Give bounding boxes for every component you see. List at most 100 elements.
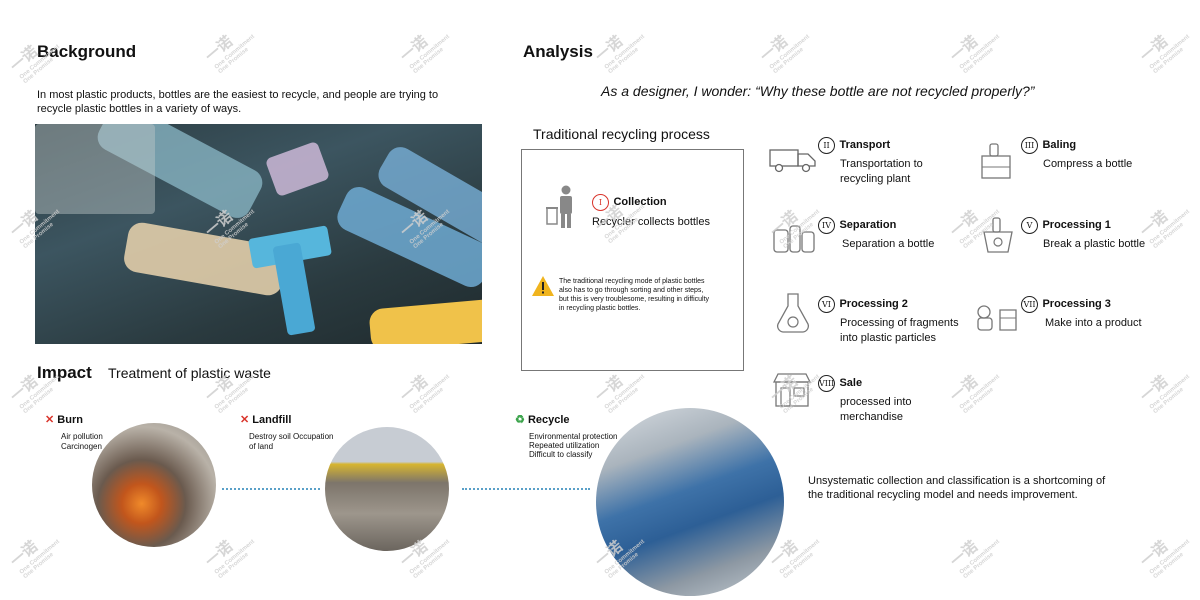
plastic-bottles-photo bbox=[35, 124, 482, 344]
watermark-line1: One Commitment bbox=[1148, 208, 1191, 246]
dotted-connector bbox=[462, 488, 590, 490]
numeral-badge: III bbox=[1021, 137, 1038, 154]
recycle-icon: ♻ bbox=[515, 414, 525, 426]
background-text: In most plastic products, bottles are th… bbox=[37, 88, 477, 116]
watermark-line2: One Promise bbox=[412, 386, 445, 416]
watermark-line1: One Commitment bbox=[408, 33, 451, 71]
watermark-line1: One Commitment bbox=[1148, 373, 1191, 411]
x-mark-icon: ✕ bbox=[45, 414, 55, 426]
watermark-chars: 一诺 bbox=[947, 207, 982, 241]
step-separation: IV Separation Separation a bottle bbox=[818, 215, 934, 252]
recycle-label-group: ♻ Recycle bbox=[515, 413, 570, 426]
watermark-line2: One Promise bbox=[412, 551, 445, 581]
landfill-label: Landfill bbox=[252, 414, 292, 426]
numeral-badge: V bbox=[1021, 217, 1038, 234]
watermark-line1: One Commitment bbox=[408, 373, 451, 411]
impact-subtitle: Treatment of plastic waste bbox=[108, 365, 271, 381]
analysis-title: Analysis bbox=[523, 42, 593, 61]
step-processing-2: VI Processing 2 Processing of fragments … bbox=[818, 294, 959, 346]
watermark-line1: One Commitment bbox=[958, 33, 1001, 71]
burn-label-group: ✕ Burn bbox=[45, 413, 83, 426]
step-title: Processing 2 bbox=[839, 298, 908, 310]
step-title: Separation bbox=[839, 219, 897, 231]
burn-label: Burn bbox=[57, 414, 83, 426]
shop-icon bbox=[772, 373, 812, 407]
burn-desc-2: Carcinogen bbox=[61, 442, 102, 451]
collection-desc: Recycler collects bottles bbox=[592, 216, 710, 228]
watermark-line1: One Commitment bbox=[603, 373, 646, 411]
numeral-badge: I bbox=[592, 194, 609, 211]
watermark-line2: One Promise bbox=[782, 551, 815, 581]
watermark-line1: One Commitment bbox=[1148, 33, 1191, 71]
watermark-chars: 一诺 bbox=[7, 42, 42, 76]
watermark-line1: One Commitment bbox=[603, 33, 646, 71]
watermark-chars: 一诺 bbox=[7, 372, 42, 406]
x-mark-icon: ✕ bbox=[240, 414, 250, 426]
watermark-line1: One Commitment bbox=[213, 33, 256, 71]
step-desc-line1: Separation a bottle bbox=[842, 238, 935, 250]
warning-line4: in recycling plastic bottles. bbox=[559, 305, 641, 312]
collection-title: Collection bbox=[613, 196, 667, 208]
designer-quote: As a designer, I wonder: “Why these bott… bbox=[601, 83, 1035, 99]
step-desc-line1: Compress a bottle bbox=[1043, 158, 1133, 170]
warning-text: The traditional recycling mode of plasti… bbox=[559, 277, 739, 313]
step-desc-line1: Break a plastic bottle bbox=[1043, 238, 1146, 250]
recycling-plant-photo bbox=[596, 408, 784, 596]
step-desc-line1: Make into a product bbox=[1045, 317, 1142, 329]
step-sale: VIII Sale processed into merchandise bbox=[818, 373, 912, 425]
watermark-line1: One Commitment bbox=[958, 538, 1001, 576]
recycle-desc-2: Repeated utilization bbox=[529, 441, 600, 450]
separation-icon bbox=[773, 225, 815, 253]
recycle-desc-3: Difficult to classify bbox=[529, 450, 593, 459]
watermark-chars: 一诺 bbox=[397, 32, 432, 66]
watermark-line2: One Promise bbox=[1152, 386, 1185, 416]
numeral-badge: VII bbox=[1021, 296, 1038, 313]
toys-icon bbox=[977, 305, 1017, 331]
baling-icon bbox=[981, 143, 1011, 179]
watermark-chars: 一诺 bbox=[202, 537, 237, 571]
numeral-badge: II bbox=[818, 137, 835, 154]
watermark-chars: 一诺 bbox=[202, 32, 237, 66]
watermark-line2: One Promise bbox=[217, 46, 250, 76]
watermark-line2: One Promise bbox=[217, 386, 250, 416]
watermark-line1: One Commitment bbox=[768, 33, 811, 71]
conclusion-text: Unsystematic collection and classificati… bbox=[808, 474, 1188, 502]
step-baling: III Baling Compress a bottle bbox=[1021, 135, 1132, 172]
warning-line3: but this is very troublesome, resulting … bbox=[559, 296, 710, 303]
recycle-desc-1: Environmental protection bbox=[529, 432, 618, 441]
watermark-line2: One Promise bbox=[1152, 46, 1185, 76]
impact-title: Impact bbox=[37, 363, 92, 382]
step-desc-line2: into plastic particles bbox=[840, 332, 936, 344]
watermark-line2: One Promise bbox=[772, 46, 805, 76]
watermark-chars: 一诺 bbox=[1137, 372, 1172, 406]
watermark-line2: One Promise bbox=[1152, 551, 1185, 581]
basket-icon bbox=[983, 217, 1013, 253]
step-desc: Compress a bottle bbox=[1043, 157, 1132, 172]
watermark-line1: One Commitment bbox=[408, 538, 451, 576]
process-title: Traditional recycling process bbox=[533, 126, 710, 142]
burn-photo bbox=[92, 423, 216, 547]
watermark-chars: 一诺 bbox=[757, 32, 792, 66]
numeral-badge: VIII bbox=[818, 375, 835, 392]
watermark-line1: One Commitment bbox=[958, 373, 1001, 411]
watermark-line2: One Promise bbox=[412, 46, 445, 76]
collection-step: I Collection Recycler collects bottles bbox=[592, 192, 710, 230]
step-title: Transport bbox=[839, 139, 891, 151]
step-desc-line1: Transportation to bbox=[840, 158, 923, 170]
watermark-line2: One Promise bbox=[962, 386, 995, 416]
watermark-line2: One Promise bbox=[962, 46, 995, 76]
step-desc-line1: Processing of fragments bbox=[840, 317, 959, 329]
watermark-line2: One Promise bbox=[962, 551, 995, 581]
step-title: Processing 1 bbox=[1042, 219, 1111, 231]
warning-line1: The traditional recycling mode of plasti… bbox=[559, 278, 705, 285]
step-desc: processed into merchandise bbox=[840, 395, 912, 425]
recycle-desc: Environmental protection Repeated utiliz… bbox=[529, 432, 618, 459]
step-desc: Break a plastic bottle bbox=[1043, 237, 1145, 252]
landfill-label-group: ✕ Landfill bbox=[240, 413, 291, 426]
flask-icon bbox=[777, 293, 809, 333]
